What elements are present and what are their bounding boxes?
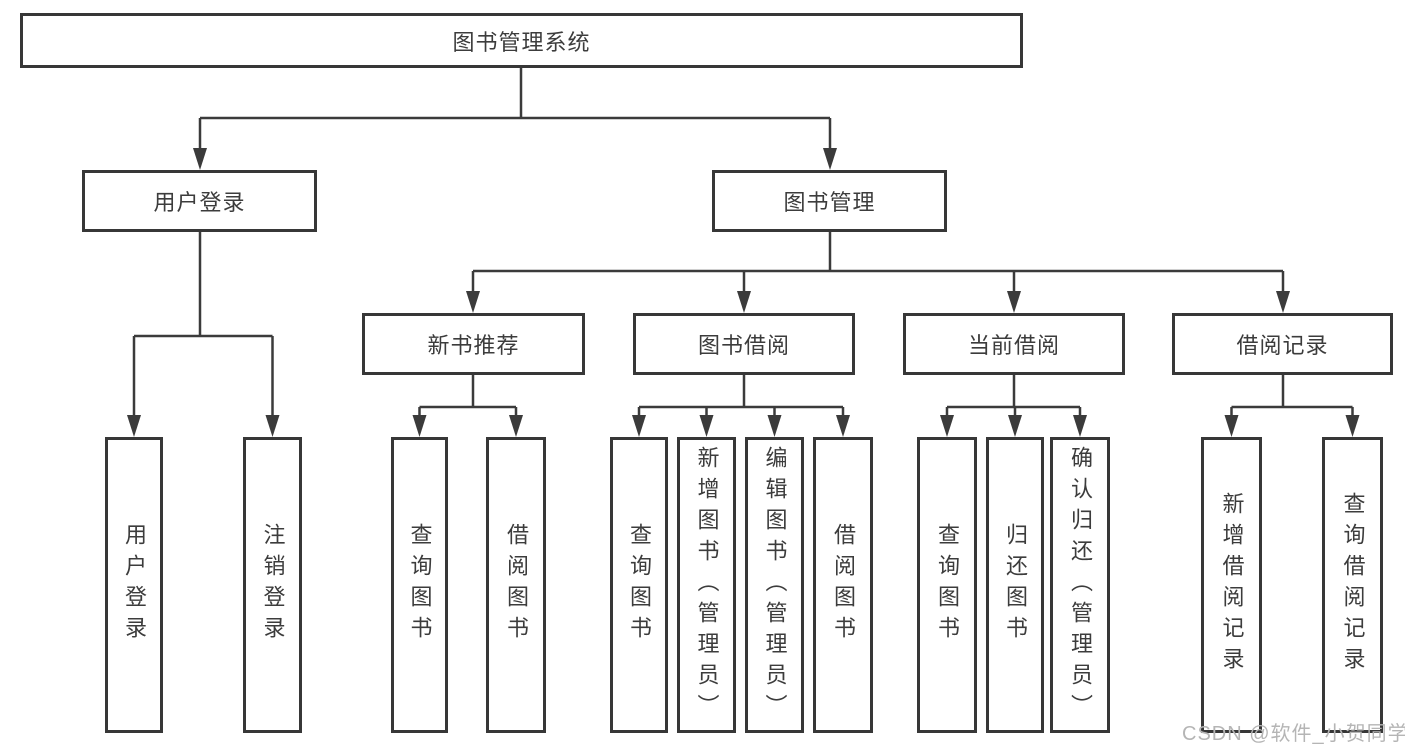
group-current-borrowing-node: 当前借阅	[903, 313, 1125, 375]
leaf-user-login-label: 用户登录	[122, 523, 147, 647]
arrow-down-icon	[836, 415, 850, 437]
leaf-borrowing-borrow-books-node: 借阅图书	[813, 437, 873, 733]
branch-book-management-label: 图书管理	[783, 190, 876, 215]
arrow-down-icon	[1007, 291, 1021, 313]
connector-lines	[132, 68, 1354, 419]
root-node-label: 图书管理系统	[452, 29, 591, 55]
group-borrowing-records-node: 借阅记录	[1172, 313, 1393, 375]
arrow-down-icon	[412, 415, 427, 437]
leaf-current-confirm-return-admin-label: 确认归还（管理员）	[1068, 445, 1093, 725]
leaf-borrowing-edit-books-admin-label: 编辑图书（管理员）	[762, 445, 788, 725]
arrowheads	[127, 148, 1360, 437]
leaf-recommend-borrow-books-node: 借阅图书	[486, 437, 546, 733]
arrow-down-icon	[127, 415, 141, 437]
arrow-down-icon	[1008, 415, 1022, 437]
leaf-recommend-borrow-books-label: 借阅图书	[504, 523, 529, 647]
arrow-down-icon	[940, 415, 954, 437]
leaf-records-query-record-label: 查询借阅记录	[1340, 492, 1366, 678]
arrow-down-icon	[509, 415, 523, 437]
branch-user-login-node: 用户登录	[82, 170, 317, 232]
group-book-borrowing-label: 图书借阅	[697, 333, 790, 358]
branch-book-management-node: 图书管理	[712, 170, 947, 232]
group-current-borrowing-label: 当前借阅	[967, 333, 1060, 358]
arrow-down-icon	[699, 415, 714, 437]
arrow-down-icon	[193, 148, 207, 170]
leaf-current-confirm-return-admin-node: 确认归还（管理员）	[1050, 437, 1110, 733]
leaf-borrowing-add-books-admin-node: 新增图书（管理员）	[677, 437, 736, 733]
leaf-records-add-record-node: 新增借阅记录	[1201, 437, 1262, 733]
group-new-book-recommendation-node: 新书推荐	[362, 313, 585, 375]
arrow-down-icon	[466, 291, 480, 313]
leaf-borrowing-query-books-node: 查询图书	[610, 437, 668, 733]
leaf-logout-node: 注销登录	[243, 437, 302, 733]
arrow-down-icon	[1224, 415, 1239, 437]
branch-user-login-label: 用户登录	[153, 190, 246, 215]
group-new-book-recommendation-label: 新书推荐	[427, 333, 520, 358]
arrow-down-icon	[632, 415, 646, 437]
arrow-down-icon	[737, 291, 751, 313]
leaf-borrowing-edit-books-admin-node: 编辑图书（管理员）	[745, 437, 804, 733]
leaf-records-add-record-label: 新增借阅记录	[1219, 492, 1245, 678]
leaf-current-query-books-label: 查询图书	[935, 523, 960, 647]
leaf-borrowing-add-books-admin-label: 新增图书（管理员）	[694, 445, 720, 725]
arrow-down-icon	[767, 415, 782, 437]
arrow-down-icon	[1345, 415, 1360, 437]
group-borrowing-records-label: 借阅记录	[1236, 333, 1329, 358]
arrow-down-icon	[823, 148, 837, 170]
leaf-records-query-record-node: 查询借阅记录	[1322, 437, 1383, 733]
arrow-down-icon	[265, 415, 280, 437]
leaf-logout-label: 注销登录	[260, 523, 286, 647]
leaf-borrowing-borrow-books-label: 借阅图书	[831, 523, 856, 647]
leaf-current-return-books-node: 归还图书	[986, 437, 1044, 733]
leaf-recommend-query-books-label: 查询图书	[407, 523, 433, 647]
leaf-current-return-books-label: 归还图书	[1003, 523, 1028, 647]
leaf-borrowing-query-books-label: 查询图书	[627, 523, 652, 647]
watermark: CSDN @软件_小贺同学	[1182, 723, 1405, 745]
root-node-system: 图书管理系统	[20, 13, 1023, 68]
arrow-down-icon	[1073, 415, 1087, 437]
leaf-recommend-query-books-node: 查询图书	[391, 437, 448, 733]
group-book-borrowing-node: 图书借阅	[633, 313, 855, 375]
leaf-user-login-node: 用户登录	[105, 437, 163, 733]
arrow-down-icon	[1276, 291, 1290, 313]
leaf-current-query-books-node: 查询图书	[917, 437, 977, 733]
